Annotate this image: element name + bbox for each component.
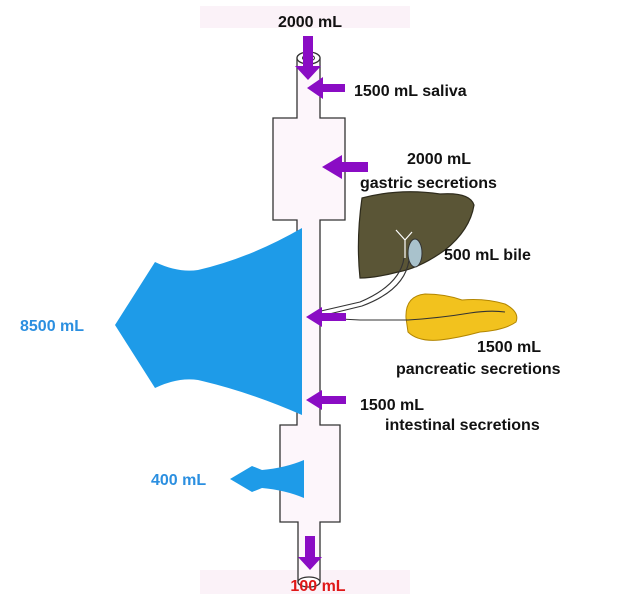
gastric-amount-label: 2000 mL xyxy=(407,151,471,168)
liver xyxy=(357,191,475,279)
output-arrow xyxy=(298,536,322,570)
pancreas xyxy=(405,293,518,341)
colon-absorption-arrow xyxy=(230,460,304,498)
intake-arrow xyxy=(295,36,321,80)
saliva-arrow xyxy=(307,77,345,99)
gastric-name-label: gastric secretions xyxy=(360,175,497,192)
common-bile-duct-inner xyxy=(320,259,410,317)
output-label: 100 mL xyxy=(290,578,345,595)
pancreatic-duct xyxy=(320,310,506,321)
gastric-arrow xyxy=(322,155,368,179)
intake-label: 2000 mL xyxy=(278,14,342,31)
anus-opening xyxy=(297,576,321,588)
top-band xyxy=(200,6,410,28)
pancreatic-name-label: pancreatic secretions xyxy=(396,361,561,378)
saliva-label: 1500 mL saliva xyxy=(354,83,467,100)
bile-pancreatic-arrow xyxy=(306,307,346,327)
small-intestine-absorption-label: 8500 mL xyxy=(20,318,84,335)
intestinal-amount-label: 1500 mL xyxy=(360,397,424,414)
intestinal-name-label: intestinal secretions xyxy=(385,417,540,434)
intestinal-arrow xyxy=(306,390,346,410)
colon-absorption-label: 400 mL xyxy=(151,472,206,489)
pancreatic-amount-label: 1500 mL xyxy=(477,339,541,356)
bile-duct-lines xyxy=(395,229,413,258)
common-bile-duct xyxy=(320,257,405,312)
gallbladder xyxy=(407,238,423,268)
bile-label: 500 mL bile xyxy=(444,247,531,264)
small-intestine-absorption-arrow xyxy=(115,228,302,415)
